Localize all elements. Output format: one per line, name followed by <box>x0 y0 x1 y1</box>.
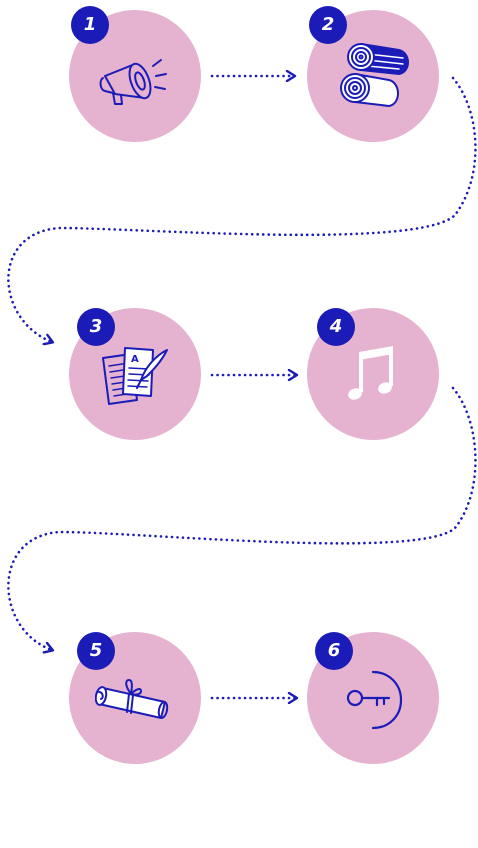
step-number-badge: 1 <box>71 6 109 44</box>
arrow-4-5 <box>7 386 477 650</box>
rolled-mats-icon <box>340 43 409 107</box>
step-5: 5 <box>69 632 201 764</box>
svg-text:A: A <box>131 354 139 365</box>
step-2: 2 <box>307 6 439 142</box>
step-number-badge: 4 <box>317 308 355 346</box>
step-4: 4 <box>307 308 439 440</box>
megaphone-icon <box>99 59 167 105</box>
step-number-badge: 3 <box>77 308 115 346</box>
music-note-icon <box>348 346 393 400</box>
documents-quill-icon: A <box>102 347 168 405</box>
step-6: 6 <box>307 632 439 764</box>
step-3: 3 A <box>69 308 201 440</box>
key-icon <box>346 670 403 730</box>
step-number-badge: 6 <box>315 632 353 670</box>
step-number-badge: 2 <box>309 6 347 44</box>
scroll-icon <box>95 679 169 719</box>
step-1: 1 <box>69 6 201 142</box>
step-number-badge: 5 <box>77 632 115 670</box>
